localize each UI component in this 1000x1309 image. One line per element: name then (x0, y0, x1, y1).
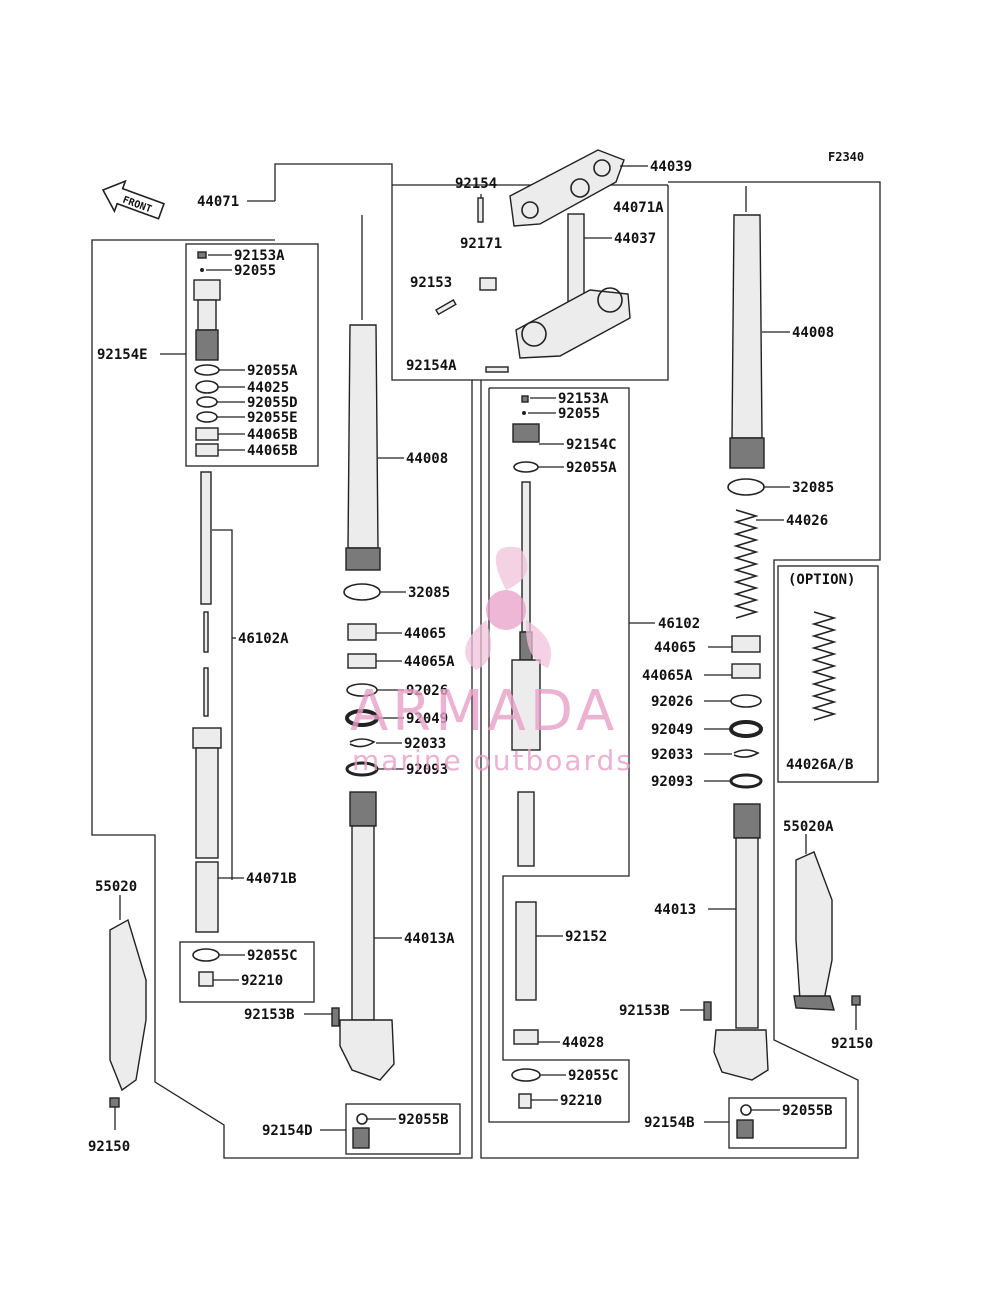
left-damper-top-parts (193, 251, 221, 457)
label-92055-center: 92055 (558, 406, 600, 422)
label-92049-right: 92049 (651, 722, 693, 738)
label-44065-middle: 44065 (404, 626, 446, 642)
label-92093-middle: 92093 (406, 762, 448, 778)
label-92055B-right: 92055B (782, 1103, 833, 1119)
label-44026AB: 44026A/B (786, 757, 853, 773)
label-92055B-middle: 92055B (398, 1112, 449, 1128)
label-32085-middle: 32085 (408, 585, 450, 601)
label-46102: 46102 (658, 616, 700, 632)
label-44065A-right: 44065A (642, 668, 693, 684)
label-92055A-left: 92055A (247, 363, 298, 379)
option-label: (OPTION) (788, 572, 855, 588)
left-fork-guard (109, 918, 147, 1092)
label-92150-left: 92150 (88, 1139, 130, 1155)
front-arrow-icon: FRONT (101, 179, 166, 220)
label-92150-right: 92150 (831, 1036, 873, 1052)
label-92154B: 92154B (644, 1115, 695, 1131)
label-92153B-right: 92153B (619, 1003, 670, 1019)
label-92055-left: 92055 (234, 263, 276, 279)
label-92055C-center: 92055C (568, 1068, 619, 1084)
middle-inner-tube (339, 791, 395, 1081)
label-92154D: 92154D (262, 1123, 313, 1139)
label-92055D: 92055D (247, 395, 298, 411)
label-92171: 92171 (460, 236, 502, 252)
label-92210-left: 92210 (241, 973, 283, 989)
watermark-brand: ARMADA (350, 679, 618, 744)
label-92026-middle: 92026 (406, 683, 448, 699)
watermark-tagline: marine outboards (352, 744, 633, 777)
label-92055E: 92055E (247, 410, 298, 426)
label-44013: 44013 (654, 902, 696, 918)
label-44037: 44037 (614, 231, 656, 247)
label-44013A: 44013A (404, 931, 455, 947)
label-92033-right: 92033 (651, 747, 693, 763)
right-inner-tube (713, 803, 769, 1081)
upper-triple-clamp (509, 149, 625, 227)
label-92153B-middle: 92153B (244, 1007, 295, 1023)
option-spring (811, 611, 837, 721)
right-fork-guard (793, 851, 835, 1011)
left-cartridge (192, 727, 222, 933)
label-92153: 92153 (410, 275, 452, 291)
label-92154C: 92154C (566, 437, 617, 453)
label-92154: 92154 (455, 176, 497, 192)
label-92210-center: 92210 (560, 1093, 602, 1109)
label-92055A-center: 92055A (566, 460, 617, 476)
label-55020: 55020 (95, 879, 137, 895)
lower-triple-clamp (515, 287, 631, 359)
label-92033-middle: 92033 (404, 736, 446, 752)
label-46102A: 46102A (238, 631, 289, 647)
label-92026-right: 92026 (651, 694, 693, 710)
label-92055C-left: 92055C (247, 948, 298, 964)
label-44008-middle: 44008 (406, 451, 448, 467)
label-92154A: 92154A (406, 358, 457, 374)
label-44065-right: 44065 (654, 640, 696, 656)
label-32085-right: 32085 (792, 480, 834, 496)
label-44071: 44071 (197, 194, 239, 210)
label-44039: 44039 (650, 159, 692, 175)
label-44028: 44028 (562, 1035, 604, 1051)
label-44008-right: 44008 (792, 325, 834, 341)
label-44065B-2: 44065B (247, 443, 298, 459)
label-44065A-middle: 44065A (404, 654, 455, 670)
label-92154E: 92154E (97, 347, 148, 363)
label-92049-middle: 92049 (406, 711, 448, 727)
label-44025: 44025 (247, 380, 289, 396)
label-92093-right: 92093 (651, 774, 693, 790)
center-damper-rod (511, 481, 541, 867)
left-damper-rod (200, 471, 212, 717)
label-44065B-1: 44065B (247, 427, 298, 443)
label-44026: 44026 (786, 513, 828, 529)
right-spring (733, 509, 759, 619)
label-92153A-center: 92153A (558, 391, 609, 407)
label-92152: 92152 (565, 929, 607, 945)
figure-code: F2340 (828, 150, 864, 164)
right-outer-tube (729, 214, 765, 469)
label-44071A: 44071A (613, 200, 664, 216)
label-55020A: 55020A (783, 819, 834, 835)
group-boundaries (91, 163, 881, 1159)
label-44071B: 44071B (246, 871, 297, 887)
armada-watermark-logo (465, 546, 552, 670)
label-92153A-left: 92153A (234, 248, 285, 264)
middle-outer-tube (345, 324, 381, 571)
